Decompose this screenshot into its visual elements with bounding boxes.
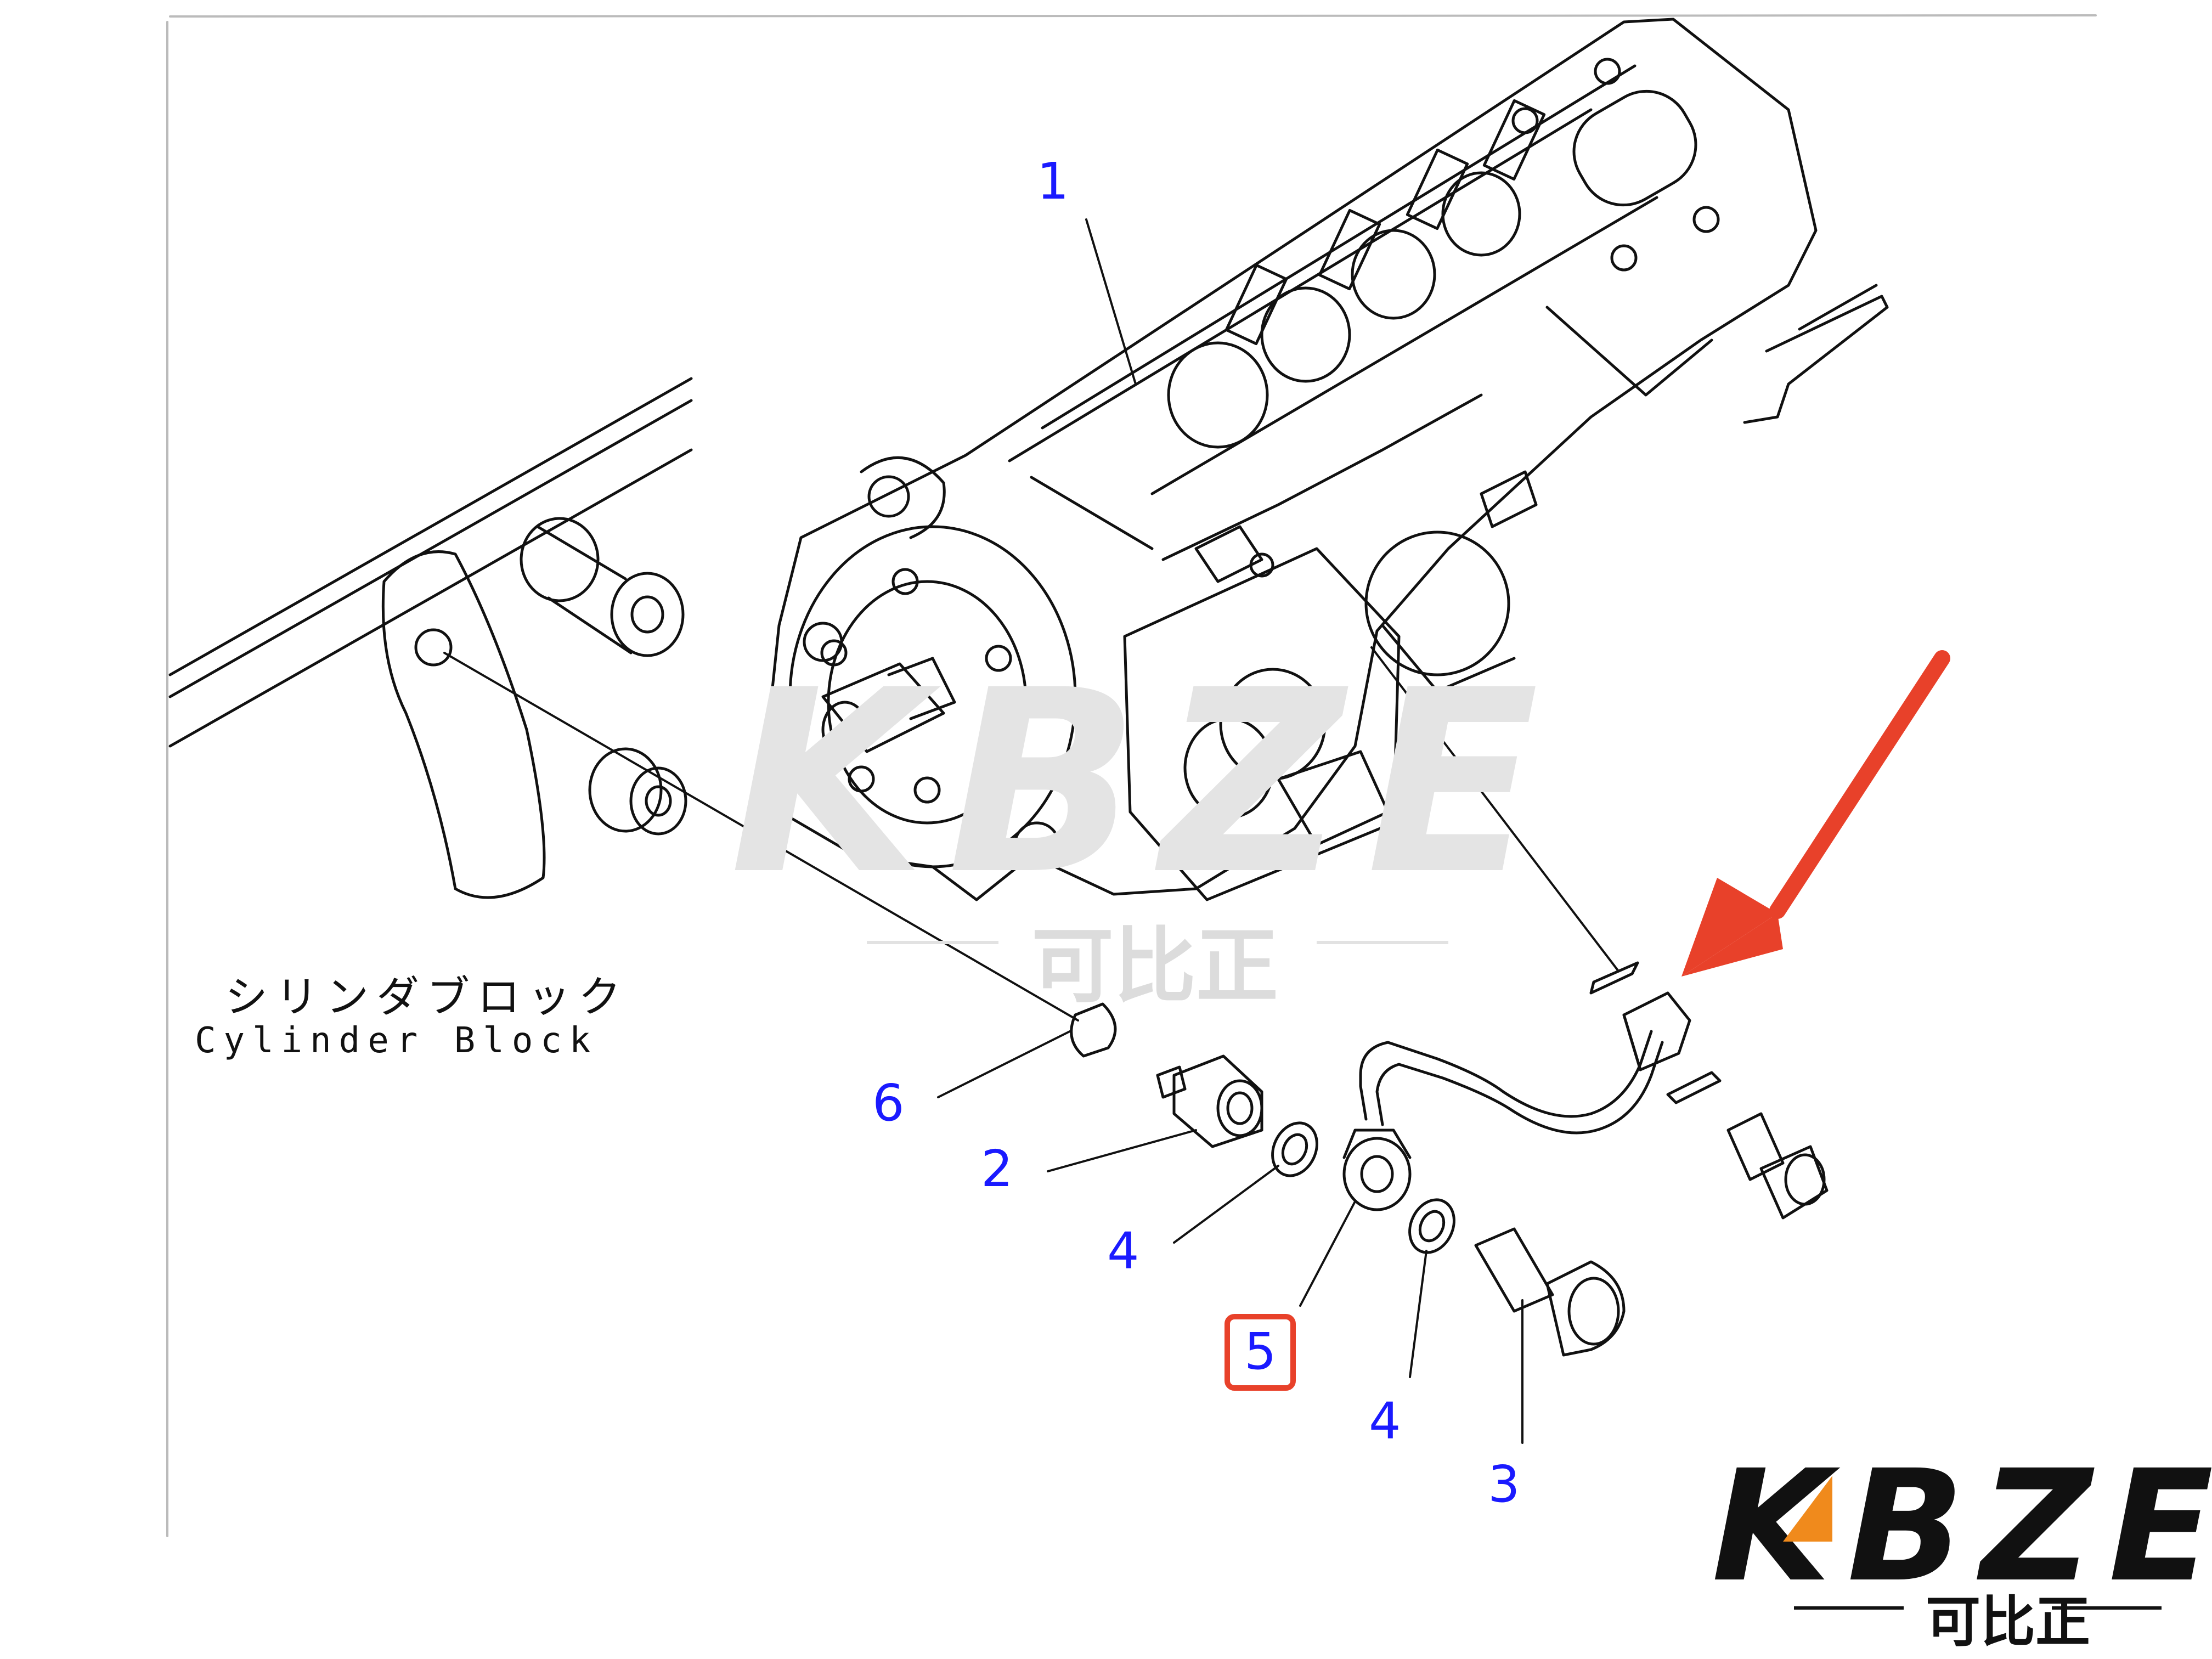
bolt-upper-right xyxy=(1726,1112,1829,1220)
callout-6: 6 xyxy=(872,1074,905,1132)
leader-6 xyxy=(937,1030,1071,1098)
leader-4b xyxy=(1409,1250,1427,1378)
watermark-rule-left xyxy=(867,941,998,944)
cylinder-block-rails xyxy=(168,377,693,748)
watermark-letters: KBZE xyxy=(730,636,1561,930)
bolt-3 xyxy=(1474,1227,1626,1357)
callout-3: 3 xyxy=(1488,1455,1520,1514)
pipe-5 xyxy=(1342,991,1691,1211)
caption-english: Cylinder Block xyxy=(195,1020,599,1061)
injection-pump-body xyxy=(766,18,1889,901)
callout-5-highlight xyxy=(1224,1314,1296,1391)
logo-accent xyxy=(1783,1476,1832,1542)
connector-2 xyxy=(1156,1054,1263,1148)
leader-2 xyxy=(1047,1129,1197,1172)
caption-japanese: シリンダブロック xyxy=(225,973,629,1022)
callout-1: 1 xyxy=(1037,152,1069,211)
bracket-plate xyxy=(381,550,546,899)
callout-5: 5 xyxy=(1244,1322,1277,1381)
pin-6 xyxy=(1070,1002,1117,1058)
watermark-rule-right xyxy=(1317,941,1448,944)
sleeve-lower xyxy=(588,747,687,836)
washer-4-left xyxy=(1271,1121,1318,1177)
leader-5 xyxy=(1299,1200,1356,1307)
callout-2: 2 xyxy=(981,1139,1013,1198)
red-arrow xyxy=(1681,650,1950,977)
callout-4-right: 4 xyxy=(1369,1392,1401,1451)
brand-logo: KBZE 可比正 xyxy=(1712,1437,2212,1654)
leader-1 xyxy=(1085,218,1137,385)
leader-4a xyxy=(1173,1165,1279,1244)
watermark-chinese: 可比正 xyxy=(1031,919,1279,1014)
washer-4-right xyxy=(1408,1198,1455,1254)
logo-rule-right xyxy=(2052,1606,2162,1610)
logo-rule-left xyxy=(1794,1606,1904,1610)
sleeve-upper xyxy=(520,517,685,657)
callout-4-left: 4 xyxy=(1107,1222,1139,1280)
logo-chinese: 可比正 xyxy=(1926,1590,2090,1654)
